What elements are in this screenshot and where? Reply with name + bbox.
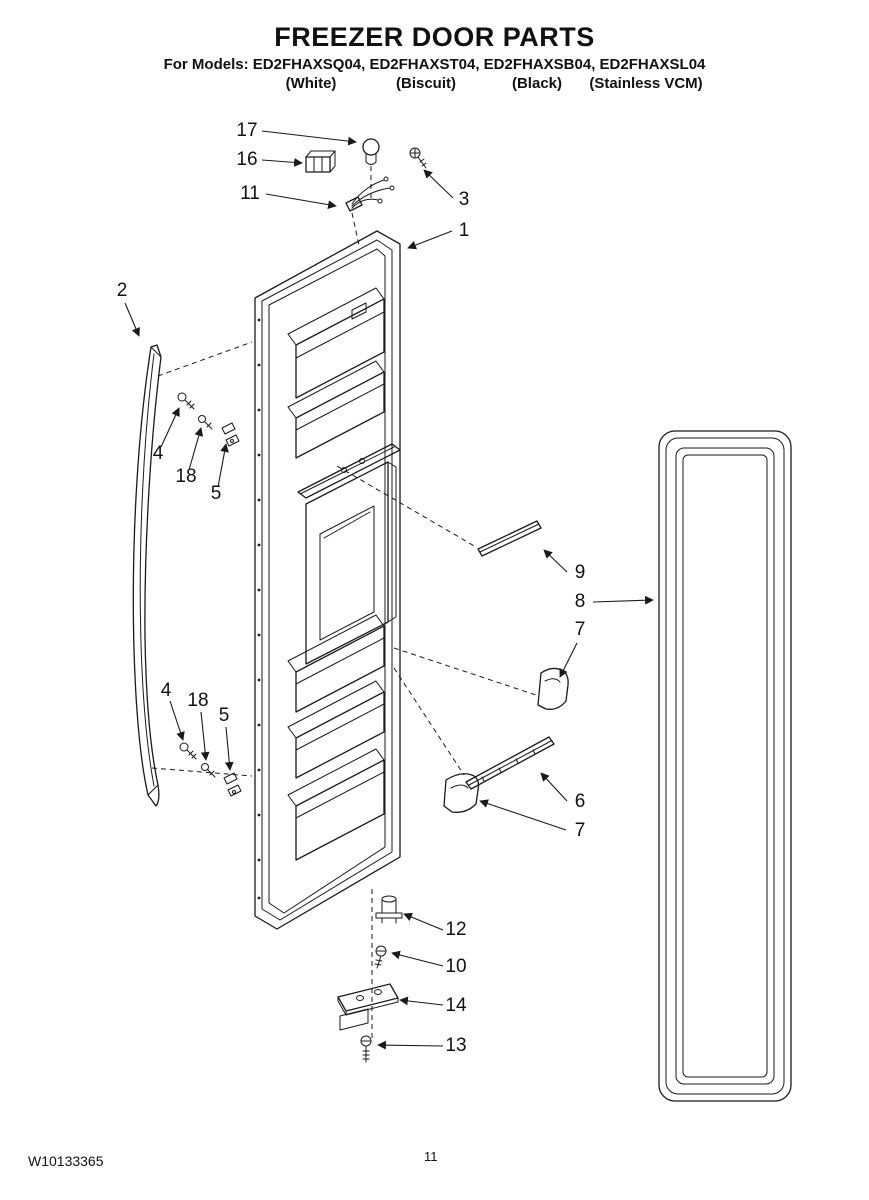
callout-11: 11 (240, 183, 260, 204)
rail-end-cap-upper (537, 667, 569, 710)
callout-17: 17 (236, 120, 257, 141)
callout-5-top: 5 (211, 483, 222, 504)
door-handle (132, 344, 162, 807)
screw-13 (360, 1035, 372, 1063)
hinge-pin (375, 895, 403, 924)
callout-4-bottom: 4 (161, 680, 172, 701)
color-stainless-label: (Stainless VCM) (589, 75, 703, 92)
callout-13: 13 (445, 1035, 466, 1056)
document-number: W10133365 (28, 1153, 104, 1169)
callout-7-lower: 7 (575, 820, 586, 841)
wire-harness (345, 176, 395, 212)
callout-9: 9 (575, 562, 586, 583)
callout-18-bottom: 18 (187, 690, 208, 711)
page-number: 11 (424, 1149, 438, 1164)
callout-6: 6 (575, 791, 586, 812)
screw-3 (409, 147, 427, 169)
connector-block (305, 150, 336, 173)
shelf-rail-6 (465, 736, 555, 790)
page-header: FREEZER DOOR PARTS For Models: ED2FHAXSQ… (0, 0, 869, 95)
callout-4-top: 4 (153, 443, 164, 464)
leader-lines (124, 130, 654, 1050)
freezer-door-panel (254, 230, 401, 930)
door-rivets (257, 318, 261, 900)
hinge-bracket (337, 983, 399, 1031)
color-white-label: (White) (285, 75, 337, 92)
callout-2: 2 (117, 280, 128, 301)
models-line: For Models: ED2FHAXSQ04, ED2FHAXST04, ED… (163, 56, 706, 73)
callout-14: 14 (445, 995, 467, 1016)
callout-10: 10 (445, 956, 466, 977)
shelf-rail-9 (477, 520, 542, 557)
light-bulb (362, 138, 380, 165)
door-bins (287, 287, 401, 861)
callout-5-bottom: 5 (219, 705, 230, 726)
callout-1: 1 (459, 220, 470, 241)
callout-7-upper: 7 (575, 619, 586, 640)
screw-10 (374, 945, 387, 969)
color-biscuit-label: (Biscuit) (396, 75, 456, 92)
callout-8: 8 (575, 591, 586, 612)
door-gasket (658, 430, 792, 1102)
callout-16: 16 (236, 149, 257, 170)
handle-screws-bottom (179, 742, 242, 797)
callout-labels: 17 16 11 3 1 2 4 18 5 9 8 7 4 18 5 6 7 1… (117, 120, 586, 1056)
callout-3: 3 (459, 189, 470, 210)
rail-end-cap-lower (443, 773, 480, 813)
callout-18-top: 18 (175, 466, 196, 487)
handle-screws-top (177, 392, 240, 447)
callout-12: 12 (445, 919, 466, 940)
color-black-label: (Black) (511, 75, 563, 92)
page-title: FREEZER DOOR PARTS (274, 22, 595, 52)
color-variants: (White) (Biscuit) (Black) (Stainless VCM… (0, 75, 869, 95)
construction-lines (151, 166, 537, 1038)
